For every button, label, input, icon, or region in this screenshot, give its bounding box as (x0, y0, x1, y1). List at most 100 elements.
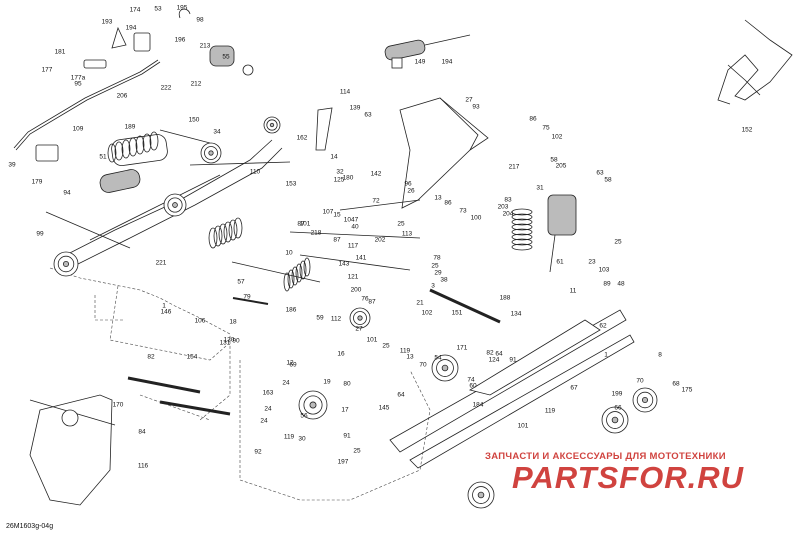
callout-label: 203 (497, 203, 509, 211)
control-module (133, 32, 151, 52)
callout-label: 25 (353, 447, 361, 455)
shaft (339, 199, 421, 211)
callout-label: 119 (544, 407, 556, 415)
callout-label: 177 (41, 66, 53, 74)
boot-part (111, 134, 168, 167)
idler-wheel (204, 146, 218, 160)
callout-label: 205 (555, 162, 567, 170)
callout-label: 125 (333, 176, 345, 184)
callout-label: 51 (99, 153, 107, 161)
callout-label: 24 (264, 405, 272, 413)
callout-label: 62 (599, 322, 607, 330)
callout-label: 70 (419, 361, 427, 369)
callout-label: 184 (472, 401, 484, 409)
rear-arm-frame (399, 97, 479, 209)
callout-label: 196 (174, 36, 186, 44)
callout-label: 39 (8, 161, 16, 169)
callout-label: 162 (296, 134, 308, 142)
callout-label: 179 (31, 178, 43, 186)
callout-label: 96 (404, 180, 412, 188)
spring-coil (511, 243, 533, 251)
callout-label: 180 (342, 174, 354, 182)
callout-label: 24 (260, 417, 268, 425)
rear-arm-frame (439, 97, 489, 151)
frame-reference (717, 19, 793, 105)
callout-label: 142 (370, 170, 382, 178)
callout-label: 151 (451, 309, 463, 317)
idler-wheel (57, 255, 75, 273)
callout-label: 194 (125, 24, 137, 32)
callout-label: 119 (283, 433, 295, 441)
callout-label: 218 (310, 229, 322, 237)
spring-coil (283, 272, 291, 292)
callout-label: 112 (330, 315, 342, 323)
spring-coil (295, 263, 303, 283)
callout-label: 1 (604, 351, 608, 359)
shock-rod (424, 34, 471, 46)
callout-label: 25 (397, 220, 405, 228)
callout-label: 8 (658, 351, 662, 359)
idler-wheel (353, 311, 367, 325)
axle-bar (45, 211, 131, 249)
idler-wheel (441, 364, 449, 372)
idler-wheel (269, 122, 275, 128)
part-block (391, 57, 403, 69)
callout-label: 102 (551, 133, 563, 141)
callout-label: 48 (617, 280, 625, 288)
callout-label: 139 (349, 104, 361, 112)
callout-label: 186 (285, 306, 297, 314)
dashed-group-outline (94, 295, 125, 321)
watermark-caption: ЗАПЧАСТИ И АКСЕССУАРЫ ДЛЯ МОТОТЕХНИКИ (485, 451, 726, 462)
callout-label: 79 (243, 293, 251, 301)
callout-label: 38 (440, 276, 448, 284)
callout-label: 13 (406, 353, 414, 361)
bracket-part (111, 26, 127, 49)
callout-label: 23 (588, 258, 596, 266)
callout-label: 119 (399, 347, 411, 355)
callout-label: 55 (222, 53, 230, 61)
callout-label: 106 (194, 317, 206, 325)
callout-label: 60 (469, 382, 477, 390)
callout-label: 83 (504, 196, 512, 204)
spring-coil (218, 223, 228, 245)
dashed-group-outline (139, 394, 211, 421)
callout-label: 15 (333, 211, 341, 219)
callout-label: 87 (368, 298, 376, 306)
watermark-logo: PARTSFOR.RU (512, 460, 745, 495)
callout-label: 87 (297, 220, 305, 228)
callout-label: 68 (672, 380, 680, 388)
spring-coil (142, 133, 152, 153)
callout-label: 54 (434, 354, 442, 362)
callout-label: 175 (681, 386, 693, 394)
spring-coil (511, 233, 533, 241)
hook-part (178, 8, 191, 19)
callout-label: 221 (155, 259, 167, 267)
callout-label: 146 (160, 308, 172, 316)
idler-wheel (611, 416, 619, 424)
callout-label: 90 (232, 337, 240, 345)
pin (232, 297, 269, 305)
callout-label: 92 (254, 448, 262, 456)
callout-label: 13 (434, 194, 442, 202)
callout-label: 25 (431, 262, 439, 270)
shaft (299, 254, 411, 271)
idler-wheel (208, 150, 214, 156)
callout-label: 31 (536, 184, 544, 192)
spring-coil (121, 139, 131, 159)
callout-label: 14 (330, 153, 338, 161)
callout-label: 63 (596, 169, 604, 177)
axle-bar (189, 161, 291, 166)
rail-right-b (409, 334, 635, 469)
callout-label: 193 (101, 18, 113, 26)
spring-coil (114, 141, 124, 161)
callout-label: 87 (333, 236, 341, 244)
callout-label: 58 (604, 176, 612, 184)
shock-rod (549, 234, 556, 273)
callout-label: 145 (378, 404, 390, 412)
callout-label: 197 (337, 458, 349, 466)
idler-wheel (606, 411, 624, 429)
callout-label: 56 (300, 412, 308, 420)
callout-label: 114 (339, 88, 351, 96)
callout-label: 73 (459, 207, 467, 215)
callout-label: 154 (186, 353, 198, 361)
